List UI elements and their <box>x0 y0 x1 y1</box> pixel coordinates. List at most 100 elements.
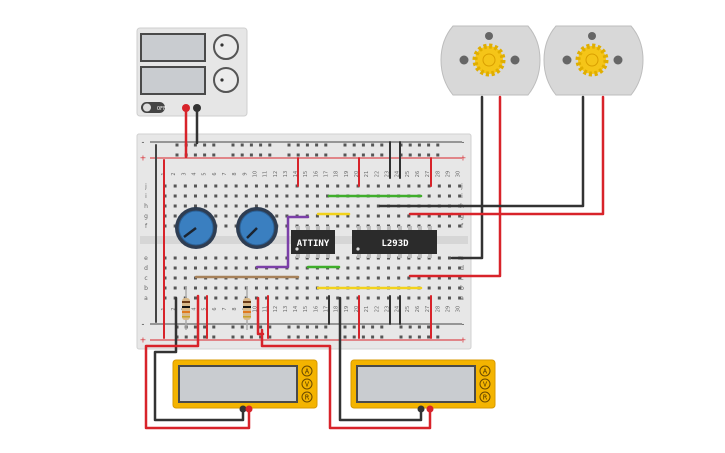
dc-motor-2[interactable] <box>543 25 644 96</box>
hole[interactable] <box>366 266 370 270</box>
rail-hole[interactable] <box>193 153 197 157</box>
hole[interactable] <box>305 204 309 208</box>
hole[interactable] <box>366 204 370 208</box>
hole[interactable] <box>458 194 462 198</box>
hole[interactable] <box>315 276 319 280</box>
hole[interactable] <box>224 194 228 198</box>
hole[interactable] <box>224 286 228 290</box>
hole[interactable] <box>204 184 208 188</box>
rail-hole[interactable] <box>427 325 431 329</box>
rail-hole[interactable] <box>408 335 412 339</box>
hole[interactable] <box>346 266 350 270</box>
probe-terminal-black[interactable] <box>239 405 247 413</box>
hole[interactable] <box>326 296 330 300</box>
rail-hole[interactable] <box>184 335 188 339</box>
hole[interactable] <box>407 276 411 280</box>
rail-hole[interactable] <box>315 143 319 147</box>
rail-hole[interactable] <box>361 335 365 339</box>
hole[interactable] <box>387 184 391 188</box>
rail-hole[interactable] <box>287 335 291 339</box>
hole[interactable] <box>173 194 177 198</box>
hole[interactable] <box>224 214 228 218</box>
hole[interactable] <box>295 286 299 290</box>
mode-button-amps[interactable]: A <box>483 368 488 376</box>
mode-button-amps[interactable]: A <box>305 368 310 376</box>
rail-hole[interactable] <box>436 153 440 157</box>
hole[interactable] <box>447 296 451 300</box>
hole[interactable] <box>305 194 309 198</box>
hole[interactable] <box>173 276 177 280</box>
rail-hole[interactable] <box>305 335 309 339</box>
rail-hole[interactable] <box>175 153 179 157</box>
rail-hole[interactable] <box>268 325 272 329</box>
mode-button-volts[interactable]: V <box>483 381 488 389</box>
hole[interactable] <box>437 184 441 188</box>
hole[interactable] <box>193 266 197 270</box>
hole[interactable] <box>427 286 431 290</box>
rail-hole[interactable] <box>287 153 291 157</box>
hole[interactable] <box>315 204 319 208</box>
hole[interactable] <box>315 194 319 198</box>
rail-hole[interactable] <box>427 153 431 157</box>
hole[interactable] <box>275 286 279 290</box>
rail-hole[interactable] <box>268 143 272 147</box>
hole[interactable] <box>173 286 177 290</box>
hole[interactable] <box>356 204 360 208</box>
hole[interactable] <box>244 194 248 198</box>
hole[interactable] <box>265 184 269 188</box>
hole[interactable] <box>214 266 218 270</box>
rail-hole[interactable] <box>249 143 253 147</box>
hole[interactable] <box>224 256 228 260</box>
probe-terminal-red[interactable] <box>426 405 434 413</box>
hole[interactable] <box>193 194 197 198</box>
hole[interactable] <box>315 214 319 218</box>
hole[interactable] <box>265 256 269 260</box>
rail-hole[interactable] <box>371 143 375 147</box>
rail-hole[interactable] <box>427 143 431 147</box>
hole[interactable] <box>183 184 187 188</box>
hole[interactable] <box>458 266 462 270</box>
hole[interactable] <box>336 256 340 260</box>
hole[interactable] <box>244 204 248 208</box>
hole[interactable] <box>407 266 411 270</box>
rail-hole[interactable] <box>343 325 347 329</box>
hole[interactable] <box>336 204 340 208</box>
hole[interactable] <box>427 266 431 270</box>
hole[interactable] <box>397 266 401 270</box>
attiny-chip[interactable]: ATTINY <box>291 226 335 258</box>
hole[interactable] <box>458 214 462 218</box>
hole[interactable] <box>193 286 197 290</box>
hole[interactable] <box>447 266 451 270</box>
hole[interactable] <box>447 214 451 218</box>
rail-hole[interactable] <box>259 153 263 157</box>
rail-hole[interactable] <box>417 153 421 157</box>
rail-hole[interactable] <box>212 335 216 339</box>
hole[interactable] <box>173 266 177 270</box>
rail-hole[interactable] <box>296 143 300 147</box>
rail-hole[interactable] <box>399 335 403 339</box>
rail-hole[interactable] <box>343 153 347 157</box>
hole[interactable] <box>376 204 380 208</box>
rail-hole[interactable] <box>193 335 197 339</box>
hole[interactable] <box>214 194 218 198</box>
hole[interactable] <box>458 286 462 290</box>
hole[interactable] <box>336 184 340 188</box>
hole[interactable] <box>234 256 238 260</box>
hole[interactable] <box>183 204 187 208</box>
hole[interactable] <box>305 266 309 270</box>
potentiometer-1[interactable] <box>175 207 217 249</box>
hole[interactable] <box>295 194 299 198</box>
rail-hole[interactable] <box>212 143 216 147</box>
hole[interactable] <box>326 204 330 208</box>
hole[interactable] <box>193 204 197 208</box>
resistor-1[interactable] <box>182 286 190 330</box>
rail-hole[interactable] <box>315 153 319 157</box>
rail-hole[interactable] <box>268 153 272 157</box>
hole[interactable] <box>346 276 350 280</box>
hole[interactable] <box>437 286 441 290</box>
hole[interactable] <box>275 296 279 300</box>
hole[interactable] <box>458 276 462 280</box>
rail-hole[interactable] <box>259 325 263 329</box>
rail-hole[interactable] <box>436 335 440 339</box>
hole[interactable] <box>437 296 441 300</box>
